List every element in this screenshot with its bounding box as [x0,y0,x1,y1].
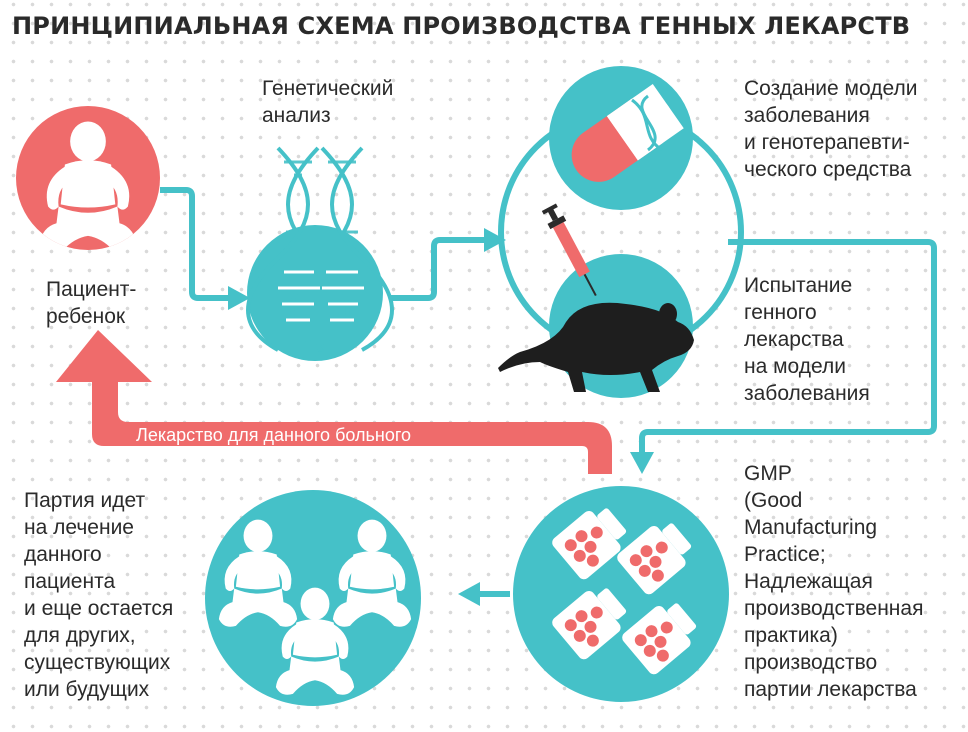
return-arrow-label: Лекарство для данного больного [136,425,411,445]
mouse-syringe-icon [498,203,694,392]
arrowhead-to-model [484,228,506,252]
flow-connectors [160,187,937,597]
gmp-label: GMP (Good Manufacturing Practice; Надлеж… [744,462,924,701]
batch-node [205,490,421,706]
patient-node [16,106,160,250]
patient-label: Пациент- ребенок [46,278,137,328]
arrowhead-to-batch [458,582,480,606]
pill-bottles-icon [552,508,697,675]
gmp-node [513,486,729,702]
capsule-dna-icon [571,84,684,182]
return-arrow [56,330,612,474]
connector-test-to-gmp [639,239,937,452]
testing-node [498,203,694,398]
analysis-label: Генетический анализ [262,77,394,127]
dna-double-helix-icon [246,146,394,352]
batch-label: Партия идет на лечение данного пациента … [24,489,174,701]
connector-patient-to-analysis [160,187,232,301]
arrowhead-to-analysis [228,286,250,310]
connector-analysis-to-model [390,237,486,301]
testing-label: Испытание генного лекарства на модели за… [744,274,870,405]
arrowhead-to-gmp [630,452,654,474]
arrowheads [228,228,654,606]
analysis-node [246,146,394,361]
model-label: Создание модели заболевания и генотерапе… [744,77,918,181]
model-node [549,66,693,210]
page-title: ПРИНЦИПИАЛЬНАЯ СХЕМА ПРОИЗВОДСТВА ГЕННЫХ… [12,12,911,40]
